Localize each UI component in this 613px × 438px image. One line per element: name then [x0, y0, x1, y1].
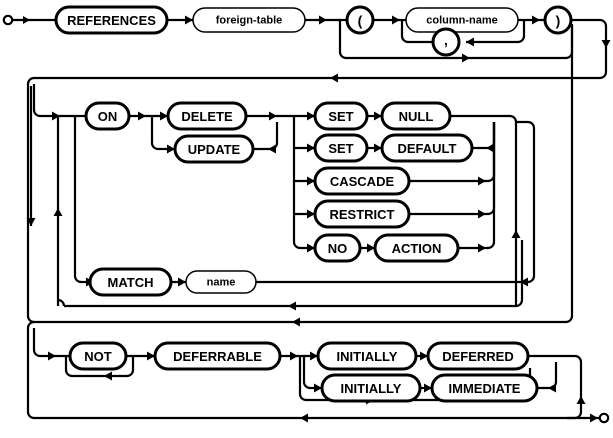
rail-block3-corner	[26, 320, 35, 329]
rail-block2-entry	[32, 84, 75, 118]
node-column-name-label: column-name	[426, 15, 498, 27]
node-deferrable-label: DEFERRABLE	[173, 349, 262, 364]
rail-block3-bypass	[26, 328, 567, 420]
rail-skip-parens	[338, 20, 566, 60]
node-set2-label: SET	[328, 141, 353, 156]
rail-wrap-1	[34, 18, 608, 80]
node-comma[interactable]	[431, 27, 461, 57]
arrow-icon	[160, 111, 168, 121]
node-immediate-label: IMMEDIATE	[449, 381, 521, 396]
arrow-icon	[576, 396, 586, 404]
arrow-icon	[167, 144, 175, 154]
node-right-paren-label: )	[556, 13, 561, 29]
arrow-icon	[104, 371, 112, 381]
arrow-icon	[178, 277, 186, 287]
node-set1-label: SET	[328, 109, 353, 124]
arrow-icon	[48, 351, 56, 361]
node-references-label: REFERENCES	[67, 13, 156, 28]
rail-not-skip	[64, 356, 135, 378]
rail-branch-match	[73, 116, 90, 284]
node-name-label: name	[207, 277, 236, 289]
arrow-icon	[478, 209, 486, 219]
arrow-icon	[307, 176, 315, 186]
node-not-label: NOT	[84, 349, 112, 364]
rail-match-merge	[256, 120, 536, 284]
arrow-icon	[269, 111, 277, 121]
arrow-icon	[420, 351, 428, 361]
arrow-icon	[392, 15, 400, 25]
node-no-label: NO	[328, 241, 348, 256]
arrow-icon	[548, 383, 556, 393]
arrow-icon	[374, 111, 382, 121]
rail-actions-down	[494, 114, 518, 306]
arrow-icon	[300, 413, 308, 423]
arrow-icon	[601, 40, 611, 48]
arrow-icon	[23, 16, 30, 24]
arrow-icon	[330, 73, 338, 83]
arrow-icon	[511, 230, 521, 238]
arrow-icon	[53, 208, 63, 216]
node-deferred-label: DEFERRED	[442, 349, 514, 364]
node-restrict-label: RESTRICT	[330, 207, 395, 222]
rail-block2-loop-left	[57, 298, 66, 307]
arrow-icon	[307, 143, 315, 153]
node-initially1-label: INITIALLY	[337, 349, 398, 364]
arrow-icon	[314, 383, 322, 393]
arrow-icon	[478, 243, 486, 253]
rail-initially-skip	[298, 356, 374, 402]
arrow-icon	[307, 111, 315, 121]
rail-repeat-right	[486, 20, 526, 44]
arrow-icon	[138, 111, 146, 121]
arrow-icon	[478, 176, 486, 186]
arrow-icon	[147, 351, 155, 361]
arrow-icon	[374, 143, 382, 153]
arrow-icon	[52, 111, 60, 121]
rail-immediate-merge	[537, 362, 558, 390]
arrow-icon	[319, 15, 327, 25]
node-comma-label: ,	[444, 32, 448, 48]
rail-to-update	[150, 116, 172, 151]
rail-update-merge	[253, 122, 279, 151]
arrow-icon	[424, 383, 432, 393]
node-match-label: MATCH	[108, 275, 154, 290]
end-terminal-icon	[598, 412, 610, 424]
node-null-label: NULL	[399, 109, 434, 124]
node-on-label: ON	[98, 109, 118, 124]
arrow-icon	[462, 53, 470, 63]
arrow-icon	[290, 351, 298, 361]
arrow-icon	[307, 209, 315, 219]
node-action-label: ACTION	[392, 241, 442, 256]
node-update-label: UPDATE	[188, 142, 241, 157]
arrow-icon	[310, 351, 318, 361]
rail-block2-loop-right	[515, 240, 524, 308]
rail-final	[566, 354, 583, 420]
arrow-icon	[307, 243, 315, 253]
rail-default-merge	[472, 122, 496, 150]
rail-block3-entry	[32, 328, 62, 358]
arrow-icon	[520, 277, 528, 287]
node-delete-label: DELETE	[181, 109, 233, 124]
arrow-icon	[590, 413, 598, 423]
rail-to-initially2	[302, 356, 318, 390]
rail-block2-exit	[292, 24, 574, 324]
arrow-icon	[268, 144, 276, 154]
start-terminal-icon	[2, 14, 14, 26]
node-initially2-label: INITIALLY	[341, 381, 402, 396]
arrow-icon	[288, 301, 296, 311]
node-left-paren-label: (	[358, 13, 363, 29]
rail-repeat-left	[400, 20, 433, 44]
node-cascade-label: CASCADE	[330, 174, 395, 189]
rail-action-merge	[458, 122, 496, 250]
arrow-icon	[532, 15, 540, 25]
arrow-icon	[486, 143, 494, 153]
arrow-icon	[292, 317, 300, 327]
arrow-icon	[367, 243, 375, 253]
node-default-label: DEFAULT	[398, 141, 457, 156]
node-foreign-table-label: foreign-table	[216, 15, 283, 27]
arrow-icon	[185, 15, 193, 25]
rail-action-r5	[292, 241, 315, 250]
arrow-icon	[26, 218, 36, 226]
